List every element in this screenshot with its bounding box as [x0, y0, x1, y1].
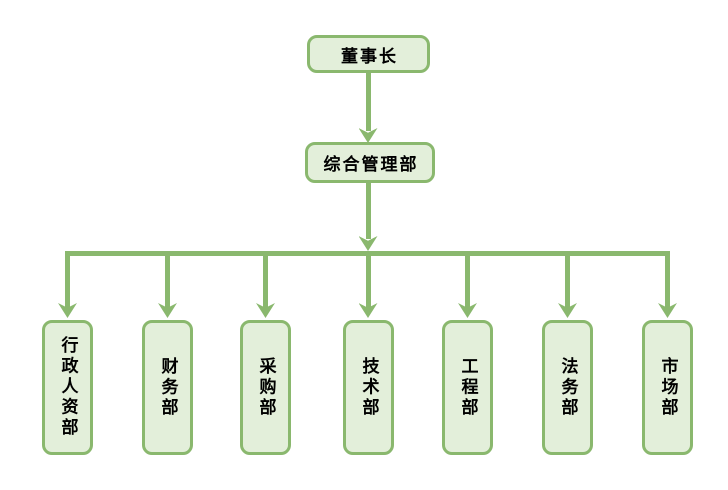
- node-dept-admin-hr[interactable]: 行政人资部: [42, 320, 93, 455]
- node-dept-procurement[interactable]: 采购部: [240, 320, 291, 455]
- connector-branch-to-procurement: [263, 253, 268, 308]
- connector-chairman-to-management: [365, 71, 371, 131]
- connector-branch-to-engineering: [465, 253, 470, 308]
- node-dept-admin-hr-label: 行政人资部: [58, 336, 78, 439]
- node-dept-finance[interactable]: 财务部: [142, 320, 193, 455]
- node-dept-finance-label: 财务部: [158, 356, 178, 419]
- node-general-management[interactable]: 综合管理部: [305, 142, 435, 183]
- node-dept-engineering[interactable]: 工程部: [442, 320, 493, 455]
- node-dept-procurement-label: 采购部: [256, 356, 276, 419]
- connector-branch-to-admin-hr: [65, 253, 70, 308]
- node-dept-technology[interactable]: 技术部: [343, 320, 394, 455]
- connector-branch-to-technology: [365, 253, 371, 308]
- node-dept-legal[interactable]: 法务部: [542, 320, 593, 455]
- node-dept-technology-label: 技术部: [359, 356, 379, 419]
- connector-branch-to-finance: [165, 253, 170, 308]
- node-dept-engineering-label: 工程部: [458, 356, 478, 419]
- connector-management-to-branch: [365, 181, 371, 239]
- node-dept-marketing-label: 市场部: [658, 356, 678, 419]
- node-dept-legal-label: 法务部: [558, 356, 578, 419]
- connector-branch-to-marketing: [665, 253, 670, 308]
- node-chairman[interactable]: 董事长: [307, 35, 430, 73]
- node-chairman-label: 董事长: [341, 46, 398, 66]
- connector-branch-to-legal: [565, 253, 570, 308]
- node-general-management-label: 综合管理部: [323, 155, 419, 174]
- node-dept-marketing[interactable]: 市场部: [642, 320, 693, 455]
